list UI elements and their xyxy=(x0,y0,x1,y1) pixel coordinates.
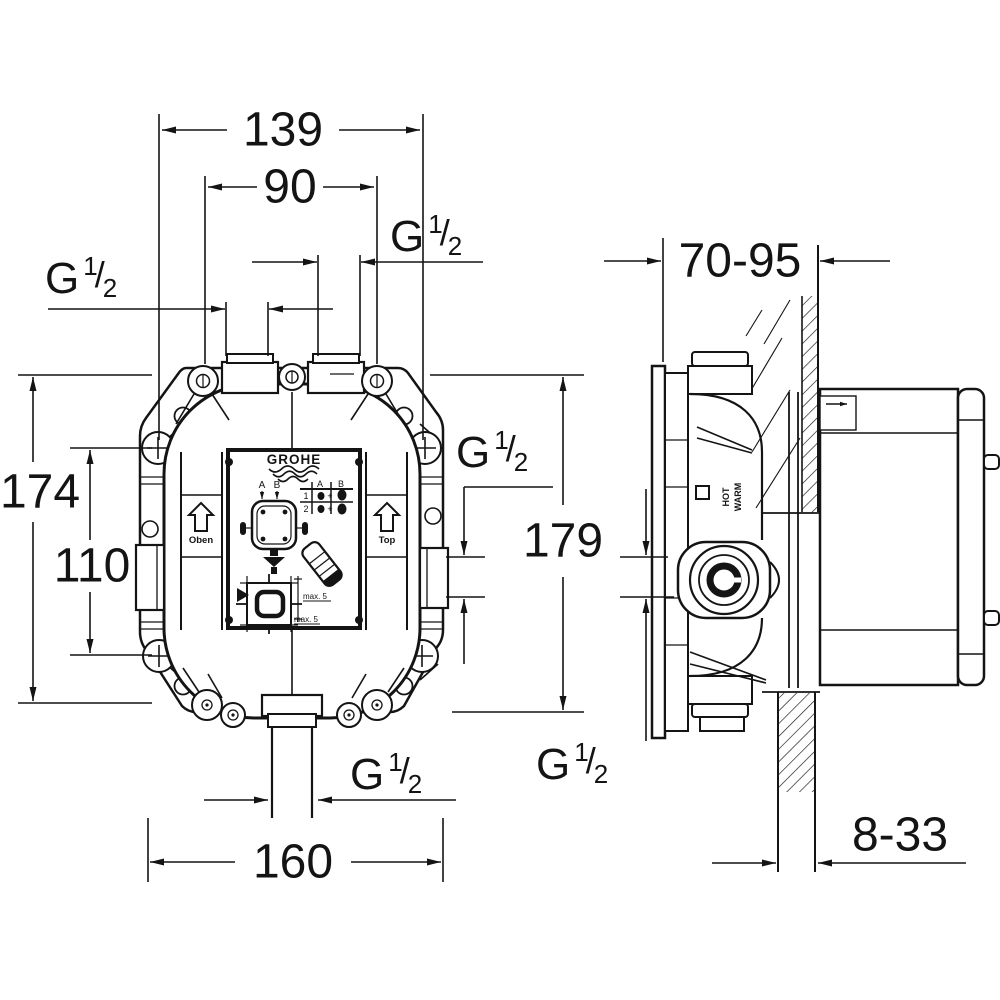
dim-8-33: 8-33 xyxy=(852,809,948,862)
bottom-screw-bosses xyxy=(191,689,393,728)
up-arrow-icon xyxy=(186,501,216,532)
top-screw-bosses xyxy=(187,363,393,397)
dim-110: 110 xyxy=(54,540,131,593)
dim-160: 160 xyxy=(253,836,333,889)
dimension-lines xyxy=(18,114,966,882)
grohe-logo-waves xyxy=(268,465,320,483)
warm-label: WARM xyxy=(733,483,743,512)
mode-table-icon xyxy=(300,482,353,515)
dim-174: 174 xyxy=(0,466,80,519)
grohe-logo-text: GROHE xyxy=(267,452,322,467)
table-plus-1: + xyxy=(327,491,332,501)
table-row-1: 1 xyxy=(303,491,308,501)
orientation-label-top: Top xyxy=(379,535,396,546)
table-col-a: A xyxy=(317,479,323,489)
side-view xyxy=(650,245,1000,872)
rear-end-cap xyxy=(956,387,986,687)
top-inlet-ports xyxy=(220,353,366,395)
dim-90: 90 xyxy=(263,161,316,214)
cartridge-icon xyxy=(240,499,308,574)
hot-label: HOT xyxy=(721,487,731,507)
wall-section-bottom xyxy=(777,692,816,872)
up-arrow-icon xyxy=(372,501,402,532)
dim-70-95: 70-95 xyxy=(679,235,802,288)
table-plus-2: + xyxy=(327,504,332,514)
orientation-label-oben: Oben xyxy=(189,535,213,546)
cartridge-label-a: A xyxy=(259,480,266,491)
right-side-port xyxy=(418,546,450,610)
wall-section-top xyxy=(745,245,819,513)
dim-139: 139 xyxy=(243,104,323,157)
rear-housing xyxy=(818,387,960,687)
hot-warm-marking: HOT WARM xyxy=(721,483,743,512)
front-view xyxy=(134,353,450,818)
bottom-outlet-port xyxy=(260,693,324,818)
left-side-port xyxy=(134,543,166,612)
side-outlet-port xyxy=(688,544,760,616)
table-col-b: B xyxy=(338,479,344,489)
hot-side-square-icon xyxy=(695,485,710,500)
max-depth-note-1: max. 5 xyxy=(303,592,328,601)
dim-179: 179 xyxy=(523,515,603,568)
table-row-2: 2 xyxy=(303,504,308,514)
slider-card-icon xyxy=(301,541,343,587)
cartridge-label-b: B xyxy=(274,480,281,491)
max-depth-note-2: max. 5 xyxy=(294,615,319,624)
trim-plate-icon xyxy=(236,574,331,634)
